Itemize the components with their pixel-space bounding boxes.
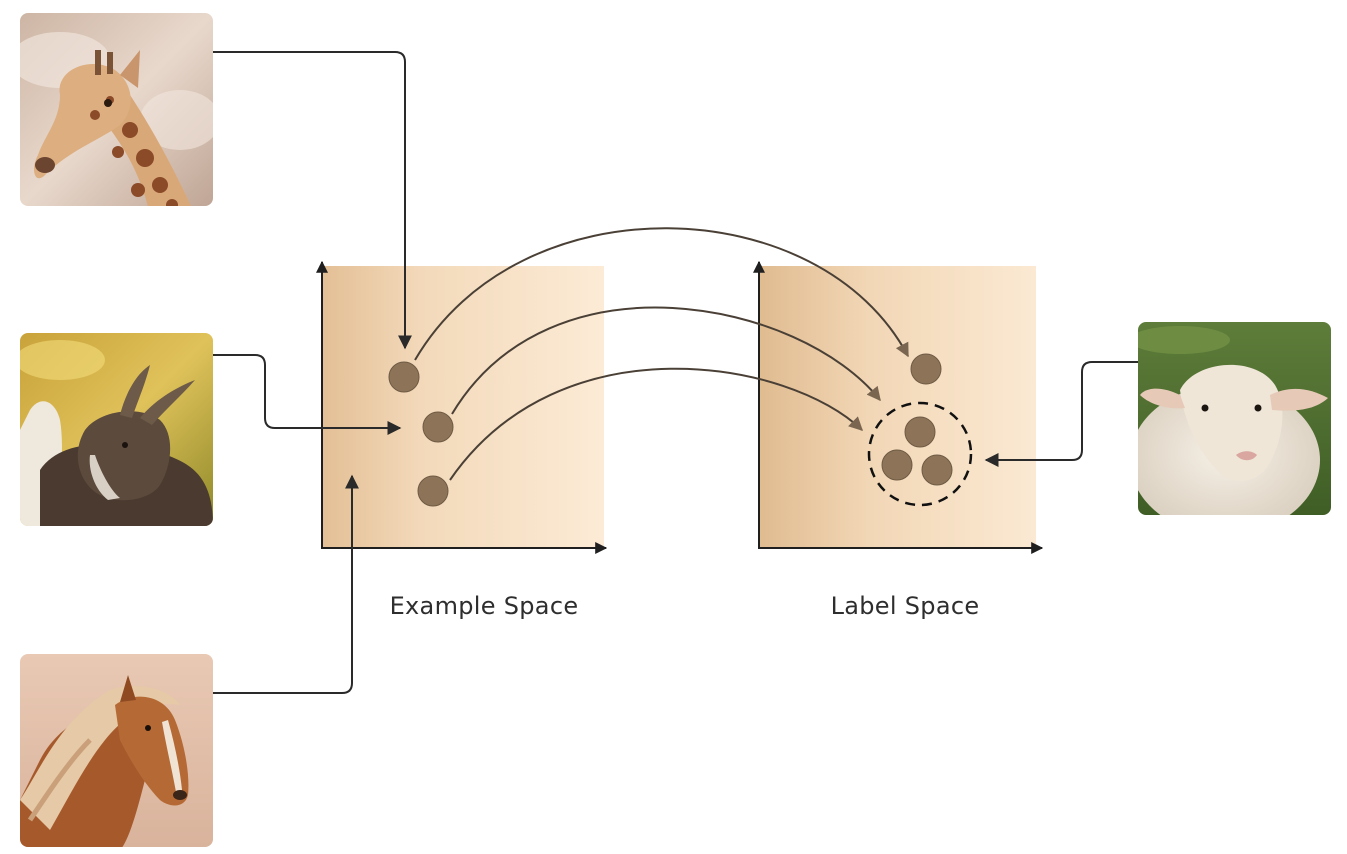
mapping-curve-3: [449, 367, 864, 481]
giraffe-arrow: [213, 51, 412, 350]
sheep-photo: [1138, 322, 1331, 515]
giraffe-photo: [20, 13, 213, 206]
label-dot-cluster-3: [921, 454, 953, 486]
example-space-label: Example Space: [390, 592, 579, 620]
goat-arrow: [213, 354, 402, 435]
mapping-curve-1: [414, 227, 909, 361]
label-space-panel: [753, 260, 1044, 554]
horse-photo: [20, 654, 213, 847]
label-dot-cluster-2: [881, 449, 913, 481]
sheep-arrow: [984, 361, 1138, 467]
horse-arrow: [213, 474, 359, 694]
example-dot-3: [417, 475, 449, 507]
example-dot-2: [422, 411, 454, 443]
cluster-outline: [867, 401, 973, 507]
label-dot-single: [910, 353, 942, 385]
label-dot-cluster-1: [904, 416, 936, 448]
example-space-panel: [316, 260, 608, 554]
example-dot-1: [388, 361, 420, 393]
goat-photo: [20, 333, 213, 526]
label-space-label: Label Space: [831, 592, 980, 620]
mapping-curve-2: [451, 306, 881, 415]
